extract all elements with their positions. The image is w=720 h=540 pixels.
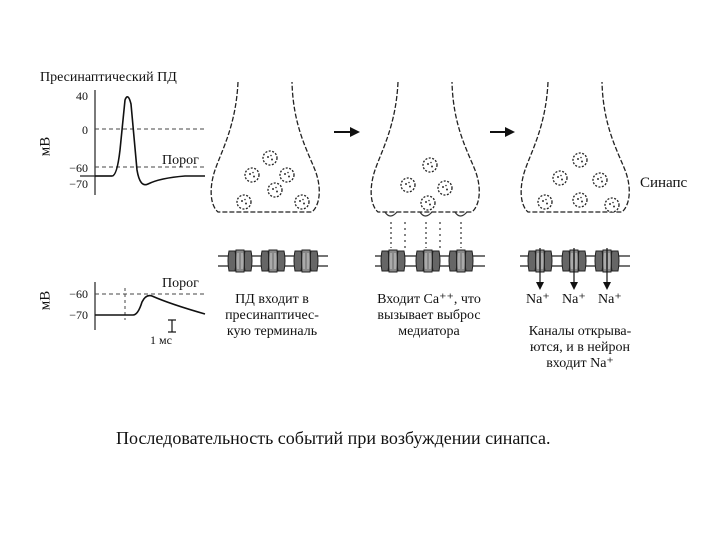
figure-caption: Последовательность событий при возбужден… <box>116 428 551 448</box>
terminal-3 <box>520 81 630 213</box>
caption-line: ПД входит в <box>235 292 309 307</box>
stage-2-caption: Входит Ca⁺⁺, что вызывает выброс медиато… <box>364 292 494 340</box>
membrane-1 <box>218 249 328 273</box>
caption-line: ются, и в нейрон <box>529 340 630 355</box>
postsynaptic-plot <box>94 282 206 333</box>
threshold-label: Порог <box>162 276 199 291</box>
caption-line: Каналы открыва- <box>528 324 632 339</box>
na-ion-label: Na⁺ <box>562 292 586 307</box>
na-ion-label: Na⁺ <box>526 292 550 307</box>
presynaptic-plot-title: Пресинаптический ПД <box>40 70 177 85</box>
tick-label: −70 <box>69 308 88 322</box>
caption-line: входит Na⁺ <box>546 356 614 371</box>
caption-line: медиатора <box>398 324 460 339</box>
stage-1-caption: ПД входит в пресинаптичес- кую терминаль <box>212 292 332 340</box>
na-ion-label: Na⁺ <box>598 292 622 307</box>
membrane-3 <box>520 248 630 290</box>
epsp-curve <box>95 294 206 316</box>
presynaptic-unit-label: мВ <box>37 136 54 157</box>
arrow-2 <box>490 127 515 137</box>
arrow-1 <box>334 127 360 137</box>
terminal-1-vesicles <box>236 150 310 210</box>
tick-label: 0 <box>82 123 88 137</box>
terminal-1 <box>210 81 320 213</box>
stage-3-caption: Каналы открыва- ются, и в нейрон входит … <box>510 324 650 372</box>
caption-line: вызывает выброс <box>377 308 481 323</box>
tick-label: −60 <box>69 161 88 175</box>
postsynaptic-unit-label: мВ <box>37 290 54 311</box>
presynaptic-plot <box>80 90 205 195</box>
terminal-3-vesicles <box>537 152 620 213</box>
action-potential-curve <box>95 96 205 186</box>
caption-line: Входит Ca⁺⁺, что <box>377 292 481 307</box>
time-scale-label: 1 мс <box>150 333 172 347</box>
membrane-2 <box>375 249 485 273</box>
caption-line: пресинаптичес- <box>225 308 319 323</box>
tick-label: 40 <box>76 89 88 103</box>
threshold-label: Порог <box>162 153 199 168</box>
terminal-2 <box>370 81 480 213</box>
tick-label: −70 <box>69 177 88 191</box>
tick-label: −60 <box>69 287 88 301</box>
synapse-label: Синапс <box>640 175 688 191</box>
release-sites <box>384 211 468 248</box>
caption-line: кую терминаль <box>226 324 318 339</box>
terminal-2-vesicles <box>400 157 453 211</box>
